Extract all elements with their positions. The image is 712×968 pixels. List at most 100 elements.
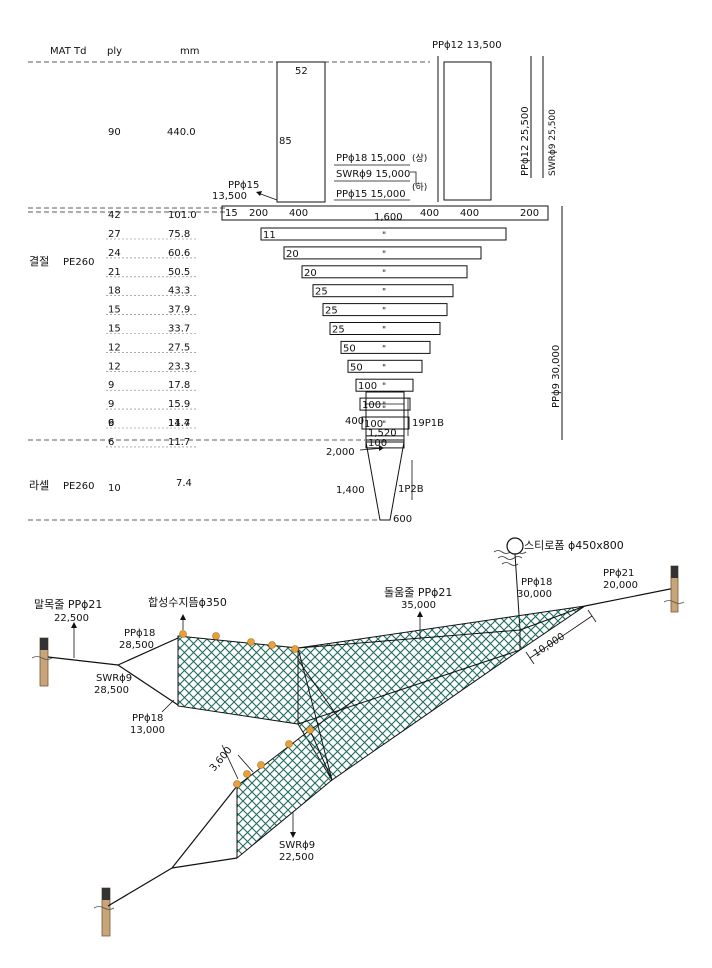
row-label: 25	[332, 325, 345, 336]
body-row-panel	[340, 340, 431, 354]
table-header: MAT Td ply mm	[50, 46, 199, 57]
rope-pp15: PPϕ15 15,000	[336, 189, 406, 200]
row-ply: 21	[108, 267, 121, 278]
wing-right-panel	[443, 61, 492, 201]
row-label: 20	[304, 268, 317, 279]
body-row-panel	[355, 378, 414, 392]
row-label: 50	[343, 343, 356, 354]
row-ditto: "	[382, 363, 386, 373]
row-ply: 6	[108, 437, 114, 448]
cod-section: 라셀 PE260 10 7.4 2,000 1,400 1P2B 600	[29, 441, 424, 525]
cod-left-value: 1,400	[336, 485, 365, 496]
row-ditto: "	[382, 307, 386, 317]
wing-vertical-rope-2: SWRϕ9 25,500	[548, 109, 558, 176]
cod-bottom-value: 600	[393, 514, 412, 525]
body-row-panel	[329, 322, 441, 335]
cod-mm: 7.4	[176, 478, 192, 489]
row-mm: 60.6	[168, 248, 190, 259]
row-ply: 42	[108, 210, 121, 221]
row-mm: 33.7	[168, 324, 190, 335]
float-5	[291, 645, 299, 653]
row-ply: 9	[108, 418, 114, 429]
wing-mm: 440.0	[167, 127, 196, 138]
wing-vertical-rope-1: PPϕ12 25,500	[520, 106, 531, 176]
header-ply: ply	[107, 46, 122, 57]
body-row-panel	[312, 284, 454, 298]
row-ply: 15	[108, 305, 121, 316]
header-mm: mm	[180, 46, 199, 57]
cod-ply: 10	[108, 483, 121, 494]
body-row-panel	[260, 227, 507, 241]
drift-rope-a: 돌움줄 PPϕ21	[384, 586, 452, 599]
row-label: 100	[364, 419, 383, 430]
row-ditto: "	[382, 439, 386, 449]
float-8	[257, 761, 265, 769]
header-mat: MAT Td	[50, 46, 86, 57]
row-ditto: "	[382, 269, 386, 279]
row-label: 11	[263, 230, 276, 241]
cod-top-value: 2,000	[326, 447, 355, 458]
stake-right	[663, 565, 685, 613]
row-mm: 23.3	[168, 361, 190, 372]
net-drawing: 스티로폼 ϕ450x800 PPϕ18 30,000 PPϕ21 20,000 …	[31, 537, 685, 937]
float-2	[212, 632, 220, 640]
float-3	[247, 638, 255, 646]
wing-top-label: 52	[295, 66, 308, 77]
row-label: 100	[362, 400, 381, 411]
top-num-5: 400	[420, 208, 439, 219]
pp21-20000-a: PPϕ21	[603, 568, 634, 579]
row-label: 100	[358, 381, 377, 392]
buoy-label: 스티로폼 ϕ450x800	[524, 539, 624, 552]
row-ply: 12	[108, 342, 121, 353]
row-mm: 27.5	[168, 342, 190, 353]
pp18-30000-a: PPϕ18	[521, 577, 552, 588]
body-section: 결절 PE260 15 200 400 1,600 400 400 200 42…	[29, 205, 563, 449]
row-ditto: "	[382, 231, 386, 241]
body-row-panel	[322, 303, 448, 317]
row-mm: 43.3	[168, 286, 190, 297]
float-10	[306, 726, 314, 734]
row-ditto: "	[382, 326, 386, 336]
rope-left-a: PPϕ15	[228, 180, 259, 191]
body-row-panel	[361, 416, 410, 430]
row-ditto: "	[382, 405, 386, 415]
row-label: 400	[345, 416, 364, 427]
top-num-1: 15	[225, 208, 238, 219]
row-ditto: "	[382, 382, 386, 392]
row-ditto: "	[382, 250, 386, 260]
row-label: 25	[325, 306, 338, 317]
swr9-22500-a: SWRϕ9	[279, 840, 315, 851]
swr9-28500-b: 28,500	[94, 685, 129, 696]
body-frame-lines	[297, 605, 586, 781]
wing-ply: 90	[108, 127, 121, 138]
drift-rope-b: 35,000	[401, 600, 436, 611]
row-ply: 6	[108, 418, 114, 429]
styrofoam-buoy	[506, 537, 524, 555]
row-mm: 37.9	[168, 305, 190, 316]
body-material-label: 결절	[29, 255, 49, 268]
pp18-30000-b: 30,000	[517, 589, 552, 600]
rope-left-b: 13,500	[212, 191, 247, 202]
cod-code: 1P2B	[398, 484, 424, 495]
rope-pp18: PPϕ18 15,000	[336, 153, 406, 164]
body-bottom-value: 1,520	[368, 428, 397, 439]
wing-top-rope: PPϕ12 13,500	[432, 40, 502, 51]
float-label: 합성수지뜸ϕ350	[148, 596, 227, 609]
rope-pp15-tag: (하)	[412, 182, 427, 193]
wing-section: 90 440.0 52 85 PPϕ12 13,500 PPϕ12 25,500…	[108, 40, 558, 203]
row-ply: 18	[108, 286, 121, 297]
row-mm: 14.4	[168, 418, 190, 429]
pp18-28500-b: 28,500	[119, 640, 154, 651]
row-ply: 15	[108, 324, 121, 335]
row-mm: 50.5	[168, 267, 190, 278]
row-mm: 15.9	[168, 399, 190, 410]
float-1	[179, 630, 187, 638]
pp18-28500-a: PPϕ18	[124, 628, 155, 639]
body-row-panel	[347, 359, 423, 373]
stake-rope-a: 말목줄 PPϕ21	[34, 598, 102, 611]
row-ditto: "	[382, 288, 386, 298]
cod-material: PE260	[63, 481, 94, 492]
section-separators	[28, 61, 430, 521]
